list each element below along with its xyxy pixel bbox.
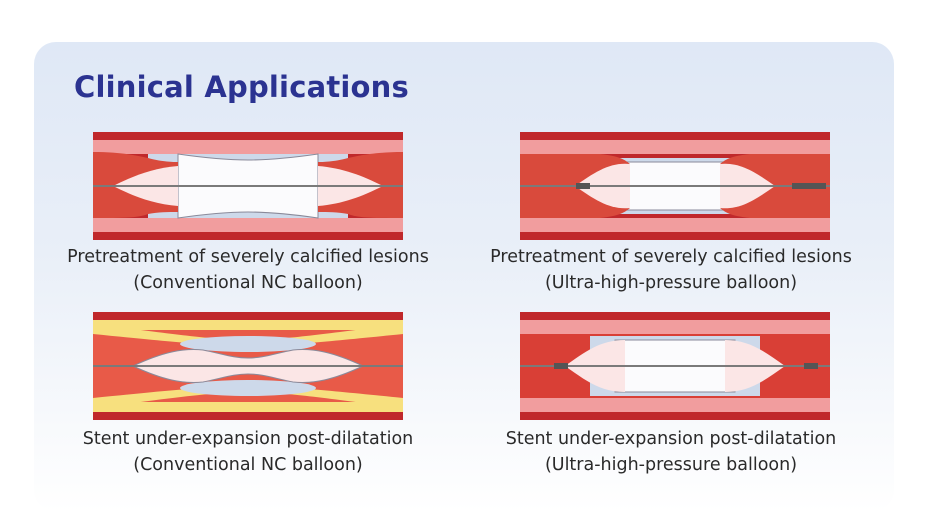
caption-stent-conventional: Stent under-expansion post-dilatation (C… — [38, 426, 458, 478]
section-title: Clinical Applications — [74, 70, 409, 104]
illustration-stent-conventional — [93, 312, 403, 420]
illustration-calcified-ultra-high-pressure — [520, 132, 830, 240]
caption-line: (Conventional NC balloon) — [133, 455, 363, 475]
caption-stent-ultra-high-pressure: Stent under-expansion post-dilatation (U… — [461, 426, 881, 478]
caption-line: (Conventional NC balloon) — [133, 273, 363, 293]
caption-line: Pretreatment of severely calcified lesio… — [67, 247, 429, 267]
illustration-calcified-conventional — [93, 132, 403, 240]
caption-line: Stent under-expansion post-dilatation — [82, 429, 414, 449]
clinical-applications-card — [34, 42, 894, 512]
illustration-stent-ultra-high-pressure — [520, 312, 830, 420]
caption-line: (Ultra-high-pressure balloon) — [544, 273, 798, 293]
caption-line: Pretreatment of severely calcified lesio… — [490, 247, 852, 267]
caption-line: (Ultra-high-pressure balloon) — [544, 455, 798, 475]
caption-calcified-conventional: Pretreatment of severely calcified lesio… — [38, 244, 458, 296]
caption-calcified-ultra-high-pressure: Pretreatment of severely calcified lesio… — [461, 244, 881, 296]
caption-line: Stent under-expansion post-dilatation — [505, 429, 837, 449]
